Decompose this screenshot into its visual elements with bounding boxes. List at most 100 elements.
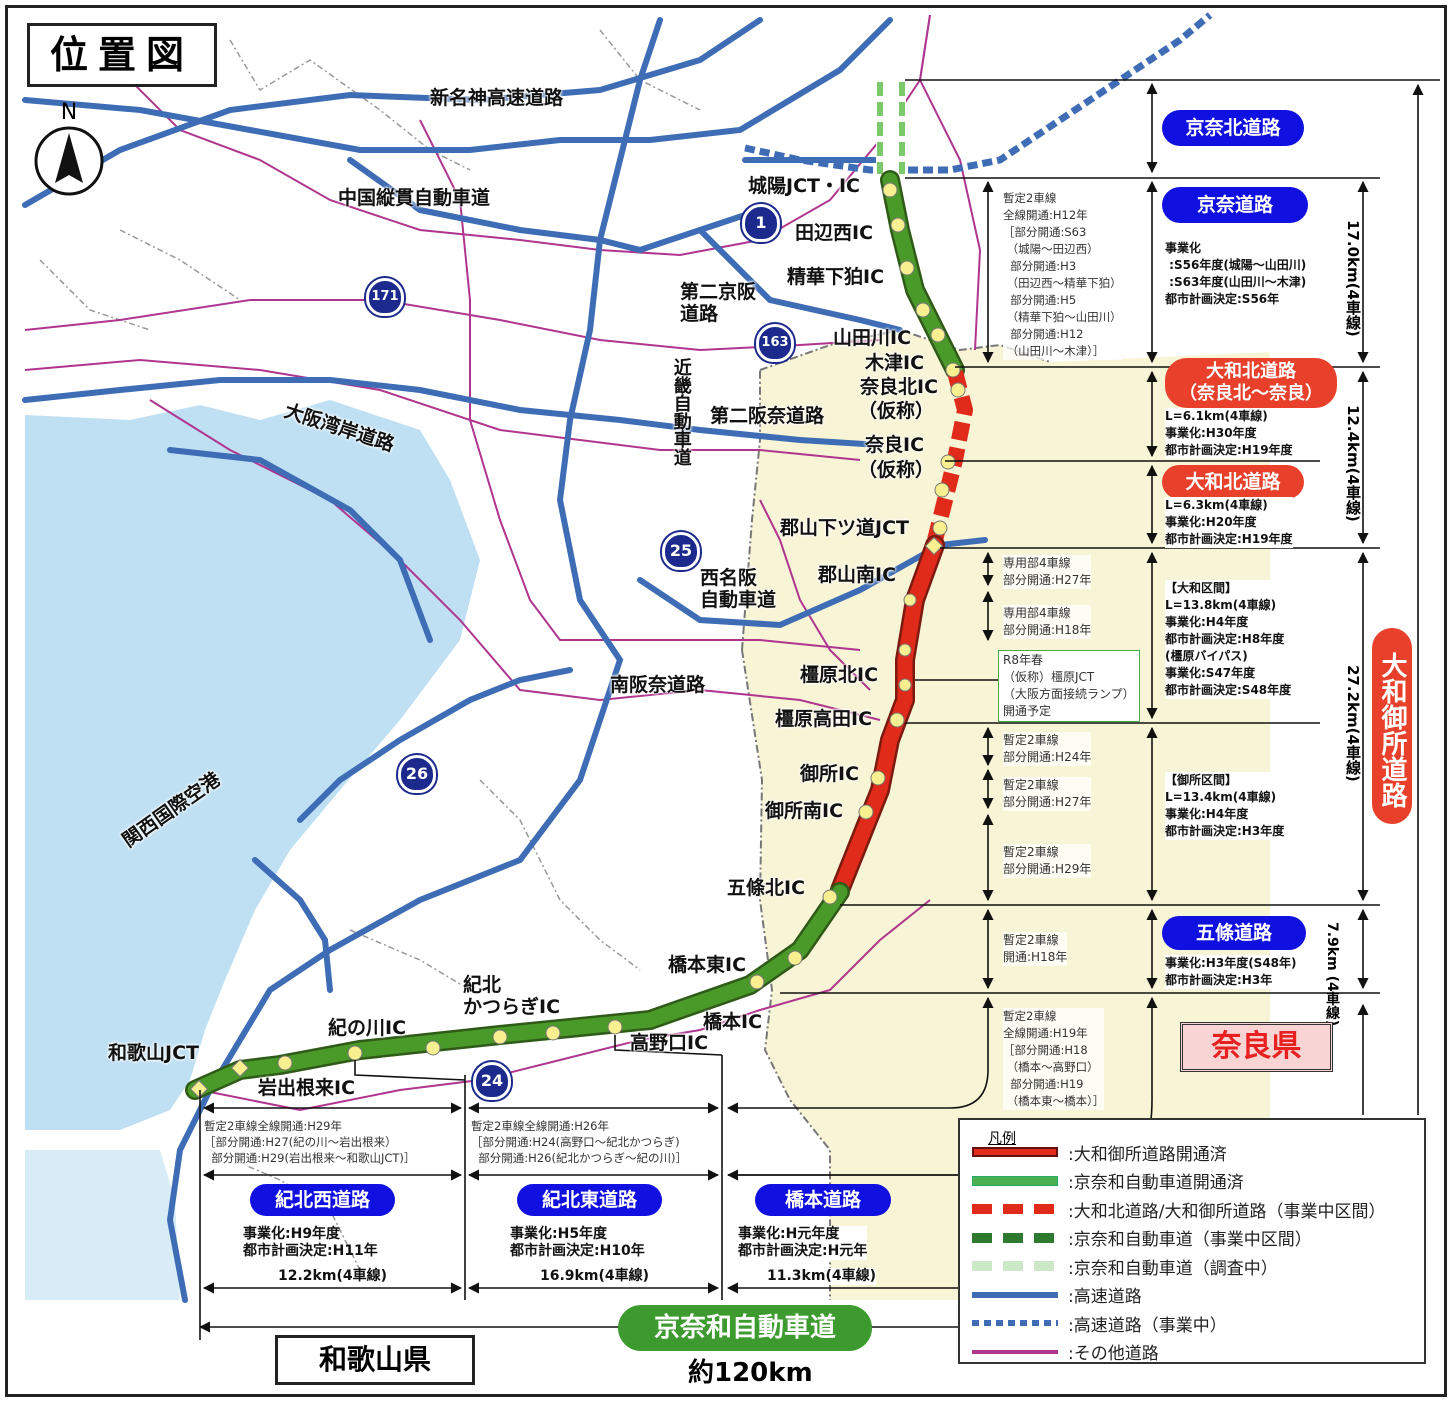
kashihara-jct-plan-note: R8年春 （仮称）橿原JCT （大阪方面接続ランプ） 開通予定 bbox=[998, 650, 1140, 722]
legend-item: :その他道路 bbox=[972, 1338, 1424, 1367]
label-tanabenishi-ic: 田辺西IC bbox=[795, 222, 874, 244]
yamato-kita-1-details: L=6.1km(4車線) 事業化:H30年度 都市計画決定:H19年度 bbox=[1165, 408, 1293, 459]
legend-swatch-dashed-red bbox=[972, 1204, 1058, 1215]
legend-label: :大和北道路/大和御所道路（事業中区間） bbox=[1068, 1201, 1386, 1222]
badge-yamato-kita: 大和北道路 bbox=[1162, 465, 1304, 499]
legend-label: :京奈和自動車道（事業中区間） bbox=[1068, 1230, 1312, 1251]
kihoku-higashi-opening-note: 暫定2車線全線開通:H26年 ［部分開通:H24(高野口～紀北かつらぎ) 部分開… bbox=[471, 1118, 687, 1166]
badge-yamato-gose: 大和御所道路 bbox=[1372, 628, 1412, 824]
label-daini-hanna: 第二阪奈道路 bbox=[710, 405, 825, 427]
gojo-length: 7.9km (4車線) bbox=[1322, 922, 1342, 1026]
yamato-kita-2-details: L=6.3km(4車線) 事業化:H20年度 都市計画決定:H19年度 bbox=[1165, 497, 1293, 548]
keina-kita-expressway-planned bbox=[744, 12, 1213, 174]
legend-label: :高速道路（事業中） bbox=[1068, 1315, 1227, 1336]
badge-keina-kita: 京奈北道路 bbox=[1162, 110, 1304, 146]
kihoku-higashi-length: 16.9km(4車線) bbox=[540, 1268, 649, 1284]
badge-kihoku-higashi: 紀北東道路 bbox=[517, 1184, 662, 1216]
legend-label: :京奈和自動車道開通済 bbox=[1068, 1173, 1244, 1194]
length-line: 7.9km bbox=[1324, 922, 1340, 971]
legend-title: 凡例 bbox=[988, 1131, 1016, 1147]
north-arrow-icon bbox=[34, 126, 104, 196]
legend-swatch-solid-blue bbox=[972, 1291, 1058, 1298]
label-koriyama-jct: 郡山下ツ道JCT bbox=[780, 517, 909, 539]
badge-line: （奈良北～奈良） bbox=[1179, 383, 1323, 404]
legend-item: :大和北道路/大和御所道路（事業中区間） bbox=[972, 1195, 1424, 1224]
legend-item: :高速道路 bbox=[972, 1281, 1424, 1310]
legend-swatch-solid-green bbox=[972, 1175, 1058, 1186]
kihoku-nishi-opening-note: 暫定2車線全線開通:H29年 ［部分開通:H27(紀の川～岩出根来） 部分開通:… bbox=[204, 1118, 416, 1166]
gose-section-details: 【御所区間】 L=13.4km(4車線) 事業化:H4年度 都市計画決定:H3年… bbox=[1165, 772, 1285, 840]
label-koriyama-minami-ic: 郡山南IC bbox=[818, 564, 897, 586]
label-hashimoto-higashi-ic: 橋本東IC bbox=[668, 954, 747, 976]
north-arrow: N bbox=[33, 100, 105, 200]
label-kihoku-katsuragi-ic: 紀北かつらぎIC bbox=[463, 974, 561, 1019]
legend: 凡例 :大和御所道路開通済 :京奈和自動車道開通済 :大和北道路/大和御所道路（… bbox=[958, 1118, 1426, 1364]
label-kizu-ic: 木津IC bbox=[865, 352, 925, 374]
gojo-opening-note: 暫定2車線 開通:H18年 bbox=[1003, 932, 1068, 966]
yamato-section-details: 【大和区間】 L=13.8km(4車線) 事業化:H4年度 都市計画決定:H8年… bbox=[1165, 580, 1292, 699]
legend-swatch-dashed-lightgreen bbox=[972, 1261, 1058, 1272]
legend-label: :その他道路 bbox=[1068, 1344, 1159, 1365]
label-narakita-kasho: （仮称） bbox=[858, 400, 935, 422]
legend-label: :高速道路 bbox=[1068, 1287, 1142, 1308]
label-seikashimokoma-ic: 精華下狛IC bbox=[787, 266, 885, 288]
yamato-gose-opening-3: 暫定2車線 部分開通:H24年 bbox=[1003, 732, 1092, 766]
legend-item: :京奈和自動車道（調査中） bbox=[972, 1252, 1424, 1281]
gojo-details: 事業化:H3年度(S48年) 都市計画決定:H3年 bbox=[1165, 955, 1297, 989]
label-nishimeihan: 西名阪自動車道 bbox=[700, 567, 777, 612]
map-frame bbox=[5, 5, 1447, 1397]
route-shield-26: 26 bbox=[398, 755, 436, 793]
label-nara-kasho: （仮称） bbox=[858, 459, 935, 481]
yamato-gose-opening-2: 専用部4車線 部分開通:H18年 bbox=[1003, 605, 1092, 639]
badge-gojo: 五條道路 bbox=[1162, 916, 1306, 950]
label-joyo-jct-ic: 城陽JCT・IC bbox=[748, 175, 860, 197]
label-line: 紀北 bbox=[463, 974, 502, 996]
badge-keinawa-expressway: 京奈和自動車道 bbox=[618, 1305, 872, 1351]
label-line: かつらぎIC bbox=[463, 995, 561, 1018]
label-iwade-negoro-ic: 岩出根来IC bbox=[258, 1077, 356, 1099]
legend-swatch-dotted-blue bbox=[972, 1320, 1058, 1327]
legend-label: :大和御所道路開通済 bbox=[1068, 1144, 1227, 1165]
label-narakita-ic: 奈良北IC bbox=[860, 376, 939, 398]
title-box: 位置図 bbox=[27, 23, 217, 87]
label-nara-ic: 奈良IC bbox=[865, 434, 925, 456]
legend-swatch-solid-red bbox=[972, 1147, 1058, 1158]
label-wakayama-jct: 和歌山JCT bbox=[108, 1042, 199, 1064]
yamato-gose-opening-1: 専用部4車線 部分開通:H27年 bbox=[1003, 555, 1092, 589]
keina-opening-note: 暫定2車線 全線開通:H12年 ［部分開通:S63 （城陽～田辺西） 部分開通:… bbox=[1003, 190, 1122, 360]
route-shield-25: 25 bbox=[662, 532, 700, 570]
yamato-gose-length: 27.2km(4車線) bbox=[1344, 665, 1362, 782]
keina-kita-survey-segment bbox=[876, 82, 906, 174]
hashimoto-details: 事業化:H元年度 都市計画決定:H元年 bbox=[738, 1226, 868, 1260]
yamato-kita-length: 12.4km(4車線) bbox=[1344, 405, 1362, 522]
kihoku-nishi-length: 12.2km(4車線) bbox=[278, 1268, 387, 1284]
badge-line: 大和北道路 bbox=[1206, 361, 1296, 382]
label-line: 道路 bbox=[680, 302, 719, 325]
length-line: (4車線) bbox=[1324, 975, 1340, 1027]
label-line: 西名阪 bbox=[700, 567, 758, 589]
legend-item: :高速道路（事業中） bbox=[972, 1309, 1424, 1338]
legend-item: :京奈和自動車道開通済 bbox=[972, 1167, 1424, 1196]
hashimoto-length: 11.3km(4車線) bbox=[767, 1268, 876, 1285]
badge-keina: 京奈道路 bbox=[1162, 187, 1308, 223]
legend-item: :大和御所道路開通済 bbox=[972, 1138, 1424, 1167]
sea-south bbox=[25, 1150, 180, 1300]
label-gojo-kita-ic: 五條北IC bbox=[727, 877, 806, 899]
label-kashihara-takada-ic: 橿原高田IC bbox=[775, 708, 873, 730]
label-kinokawa-ic: 紀の川IC bbox=[328, 1017, 407, 1039]
keina-length: 17.0km(4車線) bbox=[1344, 220, 1362, 337]
label-kashihara-kita-ic: 橿原北IC bbox=[800, 664, 879, 686]
route-shield-1: 1 bbox=[742, 204, 780, 242]
hashimoto-opening-note: 暫定2車線 全線開通:H19年 ［部分開通:H18 （橋本～高野口） 部分開通:… bbox=[1003, 1008, 1105, 1110]
route-shield-171: 171 bbox=[366, 278, 404, 316]
yamato-gose-opening-4: 暫定2車線 部分開通:H27年 bbox=[1003, 777, 1092, 811]
badge-yamato-kita-narakita-nara: 大和北道路（奈良北～奈良） bbox=[1165, 358, 1337, 408]
label-minamihanna: 南阪奈道路 bbox=[610, 674, 706, 696]
wakayama-prefecture-label: 和歌山県 bbox=[275, 1335, 475, 1385]
kihoku-nishi-details: 事業化:H9年度 都市計画決定:H11年 bbox=[243, 1226, 378, 1259]
north-label: N bbox=[60, 100, 78, 125]
label-yamadagawa-ic: 山田川IC bbox=[833, 327, 912, 349]
label-line: 自動車道 bbox=[700, 588, 777, 611]
label-gose-minami-ic: 御所南IC bbox=[765, 800, 844, 822]
nara-prefecture-label: 奈良県 bbox=[1180, 1022, 1333, 1072]
